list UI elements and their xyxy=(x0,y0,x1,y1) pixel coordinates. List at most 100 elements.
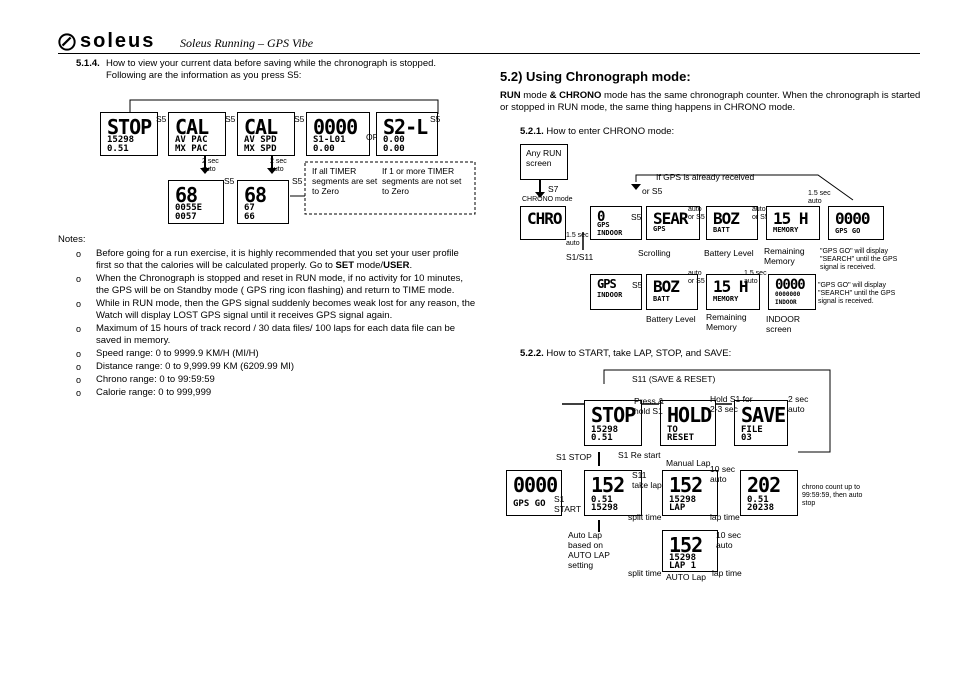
sec15-label: 1.5 sec auto xyxy=(744,270,767,285)
s5-label: S5 xyxy=(292,176,303,186)
remaining-memory-label: Remaining Memory xyxy=(764,246,805,266)
lcd-running: 152 0.51 15298 xyxy=(584,470,642,516)
auto-lap-note: Auto Lap based on AUTO LAP setting xyxy=(568,530,610,570)
chrono-mode-label: CHRONO mode xyxy=(522,196,573,203)
lcd-search: SEAR GPS xyxy=(646,206,700,240)
lcd-stop: STOP 15298 0.51 xyxy=(100,112,158,156)
lcd-gps-go-2: 0000 GPS GO xyxy=(506,470,562,516)
diagram2-connectors xyxy=(562,369,831,532)
note-all-zero: If all TIMER segments are set to Zero xyxy=(312,166,378,196)
header-divider xyxy=(58,53,920,54)
press-hold-label: Press & hold S1 xyxy=(634,396,664,416)
two-sec-auto-label: 2 sec auto xyxy=(788,394,809,414)
or-label: OR xyxy=(366,132,379,142)
lcd-gps-indoor-2: GPS INDOOR xyxy=(590,274,642,310)
s5-label: S5 xyxy=(156,114,167,124)
start-lap-stop-diagram: STOP 15298 0.51 HOLD TO RESET SAVE FILE … xyxy=(504,364,862,584)
lcd-count-up: 202 0.51 20238 xyxy=(740,470,798,516)
stop-view-diagram: STOP 15298 0.51 S5 CAL AV PAC MX PAC S5 … xyxy=(100,96,480,232)
lcd-gps-go: 0000 GPS GO xyxy=(828,206,884,240)
lcd-battery-2: BOZ BATT xyxy=(646,274,698,310)
lcd-indoor: 0000 0000000 INDOOR xyxy=(768,274,816,310)
ten-sec-auto-label: 10 sec auto xyxy=(716,530,742,550)
diagram1-connectors xyxy=(535,174,854,250)
if-gps-label: If GPS is already received xyxy=(656,172,755,182)
split-time-label: split time xyxy=(628,512,662,522)
s11-save-reset-label: S11 (SAVE & RESET) xyxy=(632,374,716,384)
brand-name: soleus xyxy=(80,30,156,52)
sec15-label: 1.5 sec auto xyxy=(566,232,589,247)
s5-label: S5 xyxy=(631,212,642,222)
gps-go-note-2: "GPS GO" will display "SEARCH" until the… xyxy=(818,282,896,305)
indoor-screen-label: INDOOR screen xyxy=(766,314,800,334)
s5-label: S5 xyxy=(224,176,235,186)
ten-sec-auto-label: 10 sec auto xyxy=(710,464,736,484)
diagram-connectors xyxy=(129,99,476,215)
lcd-heart-rate-1: 68 0055E 0057 xyxy=(168,180,224,224)
lap-time-label: lap time xyxy=(710,512,740,522)
section-number: 5.1.4. xyxy=(76,58,100,69)
auto-or-s5-label: auto or S5 xyxy=(688,206,705,221)
auto-or-s5-label: auto or S5 xyxy=(752,206,769,221)
s5-label: S5 xyxy=(430,114,441,124)
s11-take-lap-label: S11 take lap xyxy=(632,470,662,490)
hold-s1-label: Hold S1 for 2-3 sec xyxy=(710,394,753,414)
intro-paragraph: RUN mode & CHRONO mode has the same chro… xyxy=(500,90,921,113)
lcd-cal-speed: CAL AV SPD MX SPD xyxy=(237,112,295,156)
two-sec-auto-label: 2 sec auto xyxy=(270,158,287,173)
soleus-logo-icon xyxy=(58,32,76,51)
s7-label: S7 xyxy=(548,184,559,194)
battery-level-label: Battery Level xyxy=(646,314,696,324)
lap-time-label: lap time xyxy=(712,568,742,578)
s5-label: S5 xyxy=(632,280,643,290)
lcd-stop-2: STOP 15298 0.51 xyxy=(584,400,642,446)
note-not-zero: If 1 or more TIMER segments are not set … xyxy=(382,166,462,196)
lcd-memory-2: 15 H MEMORY xyxy=(706,274,760,310)
subsection-522: 5.2.2. How to START, take LAP, STOP, and… xyxy=(520,348,732,359)
notes-title: Notes: xyxy=(58,234,86,245)
s1-stop-label: S1 STOP xyxy=(556,452,592,462)
subsection-521: 5.2.1. How to enter CHRONO mode: xyxy=(520,126,675,137)
s1-start-label: S1 START xyxy=(554,494,582,514)
auto-lap-label: AUTO Lap xyxy=(666,572,707,582)
any-run-screen: Any RUN screen xyxy=(520,144,568,180)
section-title: 5.2) Using Chronograph mode: xyxy=(500,69,691,84)
split-time-label: split time xyxy=(628,568,662,578)
s1-restart-label: S1 Re start xyxy=(618,450,661,460)
s5-label: S5 xyxy=(225,114,236,124)
lcd-auto-lap: 152 15298 LAP 1 xyxy=(662,530,718,572)
lcd-segment-lap: S2-L 0.00 0.00 xyxy=(376,112,438,156)
lcd-battery: BOZ BATT xyxy=(706,206,758,240)
section-text-1: How to view your current data before sav… xyxy=(106,58,437,69)
lcd-hold-reset: HOLD TO RESET xyxy=(660,400,716,446)
s5-label: S5 xyxy=(294,114,305,124)
lcd-heart-rate-2: 68 67 66 xyxy=(237,180,289,224)
enter-chrono-diagram: Any RUN screen S7 CHRONO mode If GPS is … xyxy=(518,142,918,334)
lcd-chrono: CHRO xyxy=(520,206,566,240)
auto-or-s5-label: auto or S5 xyxy=(688,270,705,285)
remaining-memory-label: Remaining Memory xyxy=(706,312,747,332)
gps-go-note: "GPS GO" will display "SEARCH" until the… xyxy=(820,248,898,271)
manual-lap-label: Manual Lap xyxy=(666,458,711,468)
or-s5-label: or S5 xyxy=(642,186,663,196)
scrolling-label: Scrolling xyxy=(638,248,671,258)
lcd-gps-indoor: 0 GPS INDOOR xyxy=(590,206,642,240)
lcd-memory: 15 H MEMORY xyxy=(766,206,820,240)
count-up-note: chrono count up to 99:59:59, then auto s… xyxy=(802,484,863,507)
lcd-cal-pace: CAL AV PAC MX PAC xyxy=(168,112,226,156)
brand-logo: soleus xyxy=(58,30,155,53)
sec15-label: 1.5 sec auto xyxy=(808,190,831,205)
s1-s11-label: S1/S11 xyxy=(566,252,594,262)
battery-level-label: Battery Level xyxy=(704,248,754,258)
lcd-save-file: SAVE FILE 03 xyxy=(734,400,788,446)
lcd-timer-segment: 0000 S1-L01 0.00 xyxy=(306,112,370,156)
